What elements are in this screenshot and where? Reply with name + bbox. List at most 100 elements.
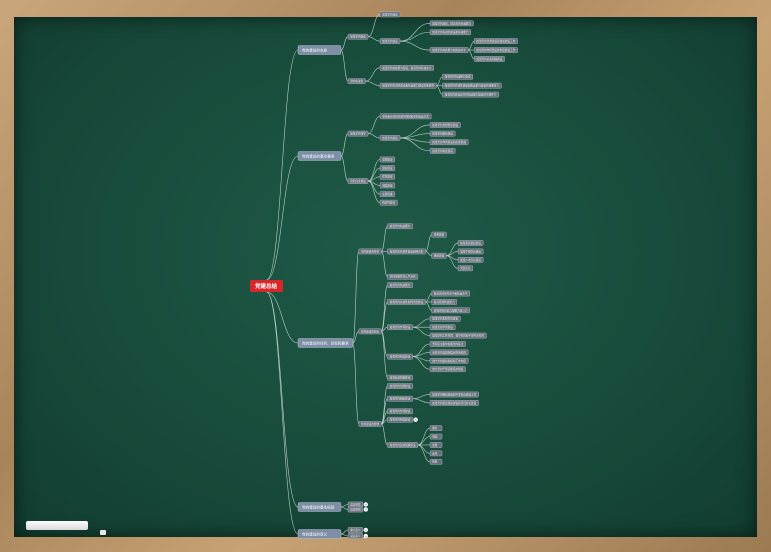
topic-node[interactable]: 加强党的反腐倡廉建设 bbox=[474, 56, 505, 62]
topic-node[interactable]: 健全党的干部选拔任用制度 bbox=[429, 366, 466, 373]
node-label: 加强党的学风建设 bbox=[432, 325, 453, 329]
topic-node[interactable]: 提高党的领导水平和执政水平 bbox=[431, 290, 471, 297]
topic-node[interactable]: 加强党的组织建设 bbox=[429, 130, 456, 137]
branch-node[interactable]: 党的建设的任务、目标和要求 bbox=[297, 338, 353, 348]
topic-node[interactable]: 作风建设 bbox=[379, 173, 396, 180]
topic-node[interactable]: 党的先进性 bbox=[347, 78, 366, 84]
topic-node[interactable]: 思想建设 bbox=[379, 156, 396, 163]
expand-icon[interactable]: + bbox=[363, 507, 368, 512]
topic-node[interactable]: 制度建设 bbox=[379, 182, 396, 189]
node-label: 加强党的建设 bbox=[382, 39, 398, 43]
topic-node[interactable]: 加强干部队伍建设 bbox=[457, 248, 484, 255]
node-label: 加强党的建设是党的执政能力建设的关键环节 bbox=[445, 92, 497, 96]
node-box bbox=[457, 248, 484, 255]
topic-node[interactable]: 加强党的思想理论建设 bbox=[429, 122, 461, 128]
topic-node[interactable]: 加强党的执政能力 bbox=[387, 282, 413, 288]
node-box bbox=[429, 315, 461, 322]
topic-node[interactable]: 重大意义 bbox=[347, 527, 364, 533]
topic-node[interactable]: 加强党的制度建设 bbox=[387, 353, 413, 360]
topic-node[interactable]: 加强党的执政能力 bbox=[387, 223, 413, 230]
topic-node[interactable]: 加强党的先进性建设和执政能力建设的重要意义 bbox=[442, 82, 502, 89]
topic-node[interactable]: 改革 bbox=[429, 450, 443, 457]
topic-node[interactable]: 深远意义 bbox=[347, 533, 364, 539]
topic-node[interactable]: 加强党的先进性建设和执政能力 bbox=[429, 29, 471, 36]
expand-icon[interactable]: + bbox=[413, 417, 418, 422]
topic-node[interactable]: 加强党的作风建设 bbox=[387, 408, 413, 415]
branch-node[interactable]: 党的建设的基本经验 bbox=[297, 502, 342, 512]
topic-node[interactable]: 加强党的建设是党的执政能力建设的关键环节 bbox=[442, 91, 499, 98]
topic-node[interactable]: 加强党的作风建设和制度建设工作 bbox=[474, 47, 518, 53]
topic-node[interactable]: 加强党的先进性和纯洁性建设 bbox=[387, 299, 426, 305]
connector-line bbox=[425, 234, 432, 252]
node-box bbox=[429, 425, 443, 431]
topic-node[interactable]: 加强党的建设 bbox=[379, 11, 401, 18]
topic-node[interactable]: 坚持和完善党的领导体制和党的执政方式 bbox=[379, 113, 432, 120]
expand-icon[interactable]: + bbox=[363, 533, 368, 539]
node-label: 加强党的建设 bbox=[382, 12, 398, 16]
topic-node[interactable]: 加强党的思想建设 bbox=[387, 383, 413, 389]
topic-node[interactable]: 加强基层组织建设 bbox=[457, 240, 484, 246]
branch-node[interactable]: 党的建设的基本要求 bbox=[297, 151, 342, 161]
topic-node[interactable]: 基本经验 bbox=[347, 501, 364, 508]
topic-node[interactable]: 加强党的建设 bbox=[347, 33, 369, 40]
topic-node[interactable]: 基本原则 bbox=[347, 506, 364, 513]
topic-node[interactable]: 加强党的先进性建设和纯洁性 bbox=[387, 248, 426, 255]
topic-node[interactable]: 加强党的制度建设 bbox=[387, 416, 413, 423]
topic-node[interactable]: 党的建设的要求 bbox=[358, 421, 382, 427]
branch-node[interactable]: 党的建设的本质 bbox=[297, 45, 342, 55]
topic-node[interactable]: 加强党的领导 bbox=[347, 130, 369, 137]
topic-node[interactable]: 党的建设的目标 bbox=[358, 328, 382, 335]
topic-node[interactable]: 加强党的执政能力建设，提高党的执政水平 bbox=[379, 65, 434, 71]
topic-node[interactable]: 加强党的学风建设 bbox=[429, 324, 456, 330]
topic-node[interactable]: 加强党的先进性建设和执政能力建设的重要性 bbox=[379, 82, 437, 89]
topic-node[interactable]: 反腐倡廉 bbox=[379, 191, 396, 197]
topic-node[interactable]: 健全党的组织制度和工作制度 bbox=[429, 358, 469, 364]
topic-node[interactable]: 党的自身建设 bbox=[347, 178, 369, 184]
topic-node[interactable]: 加强党的反腐倡廉建设 bbox=[387, 442, 418, 448]
topic-node[interactable]: 加强党的建设 bbox=[379, 38, 401, 44]
expand-badge bbox=[363, 527, 368, 533]
topic-node[interactable]: 坚持民主集中制和党内民主 bbox=[429, 341, 466, 347]
topic-node[interactable]: 监督 bbox=[429, 442, 443, 448]
topic-node[interactable]: 加强党的思想建设和组织建设工作 bbox=[474, 38, 518, 44]
expand-icon[interactable]: + bbox=[363, 502, 368, 507]
node-box bbox=[431, 290, 471, 297]
expand-icon[interactable]: + bbox=[363, 527, 368, 533]
root-box bbox=[250, 280, 283, 292]
topic-node[interactable]: 党的建设的任务 bbox=[358, 248, 382, 255]
topic-node[interactable]: 纯洁性建设 bbox=[379, 199, 398, 206]
topic-node[interactable]: 惩处 bbox=[429, 458, 443, 465]
topic-node[interactable]: 加强反腐倡廉建设 bbox=[387, 374, 413, 381]
topic-node[interactable]: 组织建设 bbox=[379, 165, 396, 171]
topic-node[interactable]: 坚持党要管党从严治党 bbox=[387, 273, 418, 280]
topic-node[interactable]: 加强党的执政能力和执政水平 bbox=[429, 47, 469, 53]
connector-line bbox=[340, 533, 349, 537]
node-label: 加强反腐倡廉建设 bbox=[390, 376, 411, 380]
topic-node[interactable]: 增强党的创造力凝聚力战斗力 bbox=[431, 307, 471, 314]
topic-node[interactable]: 加强党的建设，提高党的执政能力 bbox=[429, 20, 474, 27]
topic-node[interactable]: 提高拒腐防变能力 bbox=[431, 299, 458, 305]
topic-node[interactable]: 组织建设 bbox=[431, 252, 447, 259]
topic-node[interactable]: 教育 bbox=[429, 425, 443, 431]
node-label: 教育 bbox=[432, 426, 438, 430]
topic-node[interactable]: 党员队伍 bbox=[457, 265, 474, 272]
branch-node[interactable]: 党的建设的意义 bbox=[297, 529, 342, 539]
topic-node[interactable]: 制度 bbox=[429, 433, 443, 440]
topic-node[interactable]: 加强党的组织建设和干部队伍建设工作 bbox=[429, 391, 479, 398]
topic-node[interactable]: 加强党的作风建设和反腐倡廉 bbox=[429, 139, 469, 146]
topic-node[interactable]: 加强党的建设 bbox=[379, 135, 401, 141]
topic-node[interactable]: 加强党的作风建设 bbox=[387, 324, 413, 330]
topic-node[interactable]: 加强党的工作作风、领导作风和干部生活作风 bbox=[429, 332, 487, 339]
topic-node[interactable]: 加强党的组织建设 bbox=[387, 395, 413, 402]
topic-node[interactable]: 加强党的思想作风建设 bbox=[429, 315, 461, 322]
topic-node[interactable]: 思想建设 bbox=[431, 231, 447, 238]
node-label: 基本原则 bbox=[350, 507, 361, 511]
topic-node[interactable]: 完善党内监督制度和党的纪律 bbox=[429, 349, 469, 356]
topic-node[interactable]: 加强党的基层组织建设和党员队伍建设 bbox=[429, 400, 479, 406]
topic-node[interactable]: 加强人才队伍建设 bbox=[457, 257, 484, 263]
node-box bbox=[429, 20, 474, 27]
topic-node[interactable]: 加强党的制度建设 bbox=[429, 148, 456, 154]
root-node[interactable]: 党建总结 bbox=[250, 280, 283, 292]
topic-node[interactable]: 加强党的执政能力建设 bbox=[442, 73, 473, 80]
